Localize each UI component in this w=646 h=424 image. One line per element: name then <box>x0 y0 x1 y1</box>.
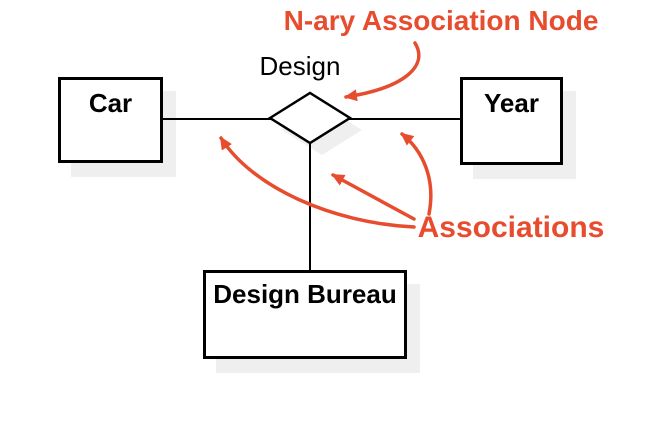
associations-annotation-label: Associations <box>417 211 605 244</box>
arrow-to-nary-node <box>344 41 421 102</box>
nary-node-name: Design <box>259 51 341 81</box>
arrow-to-car-association <box>219 136 416 229</box>
nary-association-diamond <box>267 91 353 145</box>
arrow-to-design-bureau-association <box>331 173 416 221</box>
entity-label-car: Car <box>88 88 133 118</box>
entity-box-year: Year <box>460 77 563 165</box>
entity-label-year: Year <box>484 88 539 118</box>
nary-annotation-label: N-ary Association Node <box>283 5 599 36</box>
arrow-to-year-association <box>400 132 433 216</box>
entity-box-design-bureau: Design Bureau <box>203 270 407 359</box>
entity-box-car: Car <box>58 77 163 163</box>
entity-label-design-bureau: Design Bureau <box>213 279 397 309</box>
